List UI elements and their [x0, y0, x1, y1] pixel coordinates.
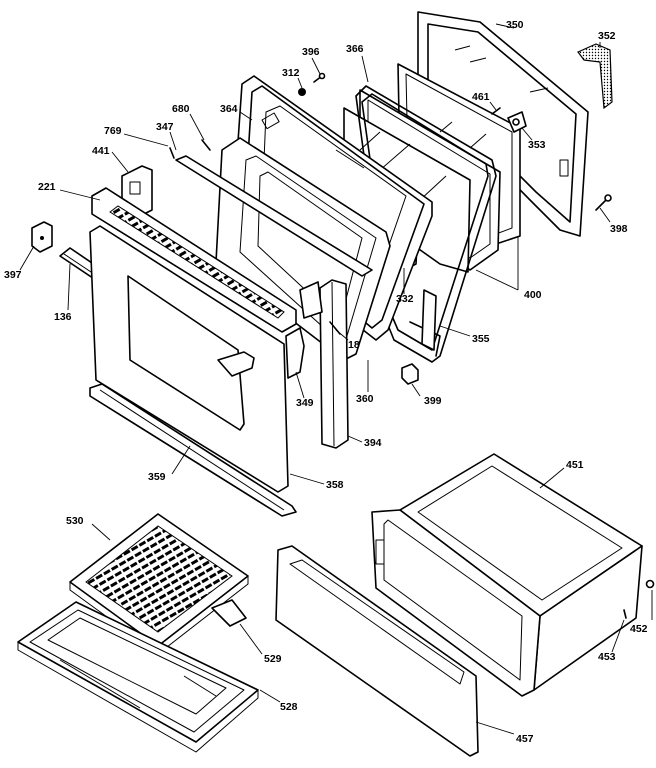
label-394: 394	[364, 437, 382, 449]
label-349: 349	[296, 397, 314, 409]
part-399-block	[401, 363, 419, 385]
label-396: 396	[302, 46, 320, 58]
part-labels: 350 352 396 366 312 461 680 364 353 769 …	[4, 19, 648, 745]
label-18: 18	[348, 339, 360, 351]
part-359-bottom-trim	[89, 383, 297, 517]
label-398: 398	[610, 223, 628, 235]
label-400: 400	[524, 289, 542, 301]
label-397: 397	[4, 269, 22, 281]
part-680-screw	[201, 139, 211, 151]
label-528: 528	[280, 701, 298, 713]
label-457: 457	[516, 733, 534, 745]
part-451-drawer-body	[371, 453, 643, 697]
part-528-broiler-pan	[17, 601, 259, 753]
part-353-clip	[507, 111, 527, 133]
part-453-screw	[623, 609, 627, 619]
part-347-rail	[175, 155, 373, 277]
part-452-bumper	[645, 579, 655, 589]
label-332: 332	[396, 293, 414, 305]
part-358-outer-door	[89, 225, 289, 493]
label-221: 221	[38, 181, 56, 193]
part-349-spacer	[285, 327, 305, 379]
part-396-screw	[313, 72, 326, 83]
label-461: 461	[472, 91, 490, 103]
label-352: 352	[598, 30, 616, 42]
label-358: 358	[326, 479, 344, 491]
label-350: 350	[506, 19, 524, 31]
part-397-bracket	[31, 221, 53, 253]
label-399: 399	[424, 395, 442, 407]
label-680: 680	[172, 103, 190, 115]
label-441: 441	[92, 145, 110, 157]
label-353: 353	[528, 139, 546, 151]
leader-lines	[19, 23, 653, 735]
label-530: 530	[66, 515, 84, 527]
label-451: 451	[566, 459, 584, 471]
part-529-insert	[211, 599, 247, 627]
label-452: 452	[630, 623, 648, 635]
part-394-vertical-strip	[299, 279, 349, 449]
part-530-broiler-grid	[69, 513, 249, 655]
label-136: 136	[54, 311, 72, 323]
part-461-screw	[491, 107, 501, 115]
part-221-vent-panel	[91, 187, 297, 333]
label-769: 769	[104, 125, 122, 137]
label-529: 529	[264, 653, 282, 665]
label-453: 453	[598, 651, 616, 663]
part-398-screw	[595, 194, 612, 211]
part-457-drawer-front	[275, 545, 479, 757]
label-360: 360	[356, 393, 374, 405]
label-364: 364	[220, 103, 238, 115]
label-355: 355	[472, 333, 490, 345]
label-366: 366	[346, 43, 364, 55]
part-769-screw	[169, 147, 175, 159]
part-352-hinge	[577, 43, 613, 110]
part-312-nut	[298, 88, 306, 96]
label-347: 347	[156, 121, 174, 133]
label-312: 312	[282, 67, 300, 79]
label-359: 359	[148, 471, 166, 483]
